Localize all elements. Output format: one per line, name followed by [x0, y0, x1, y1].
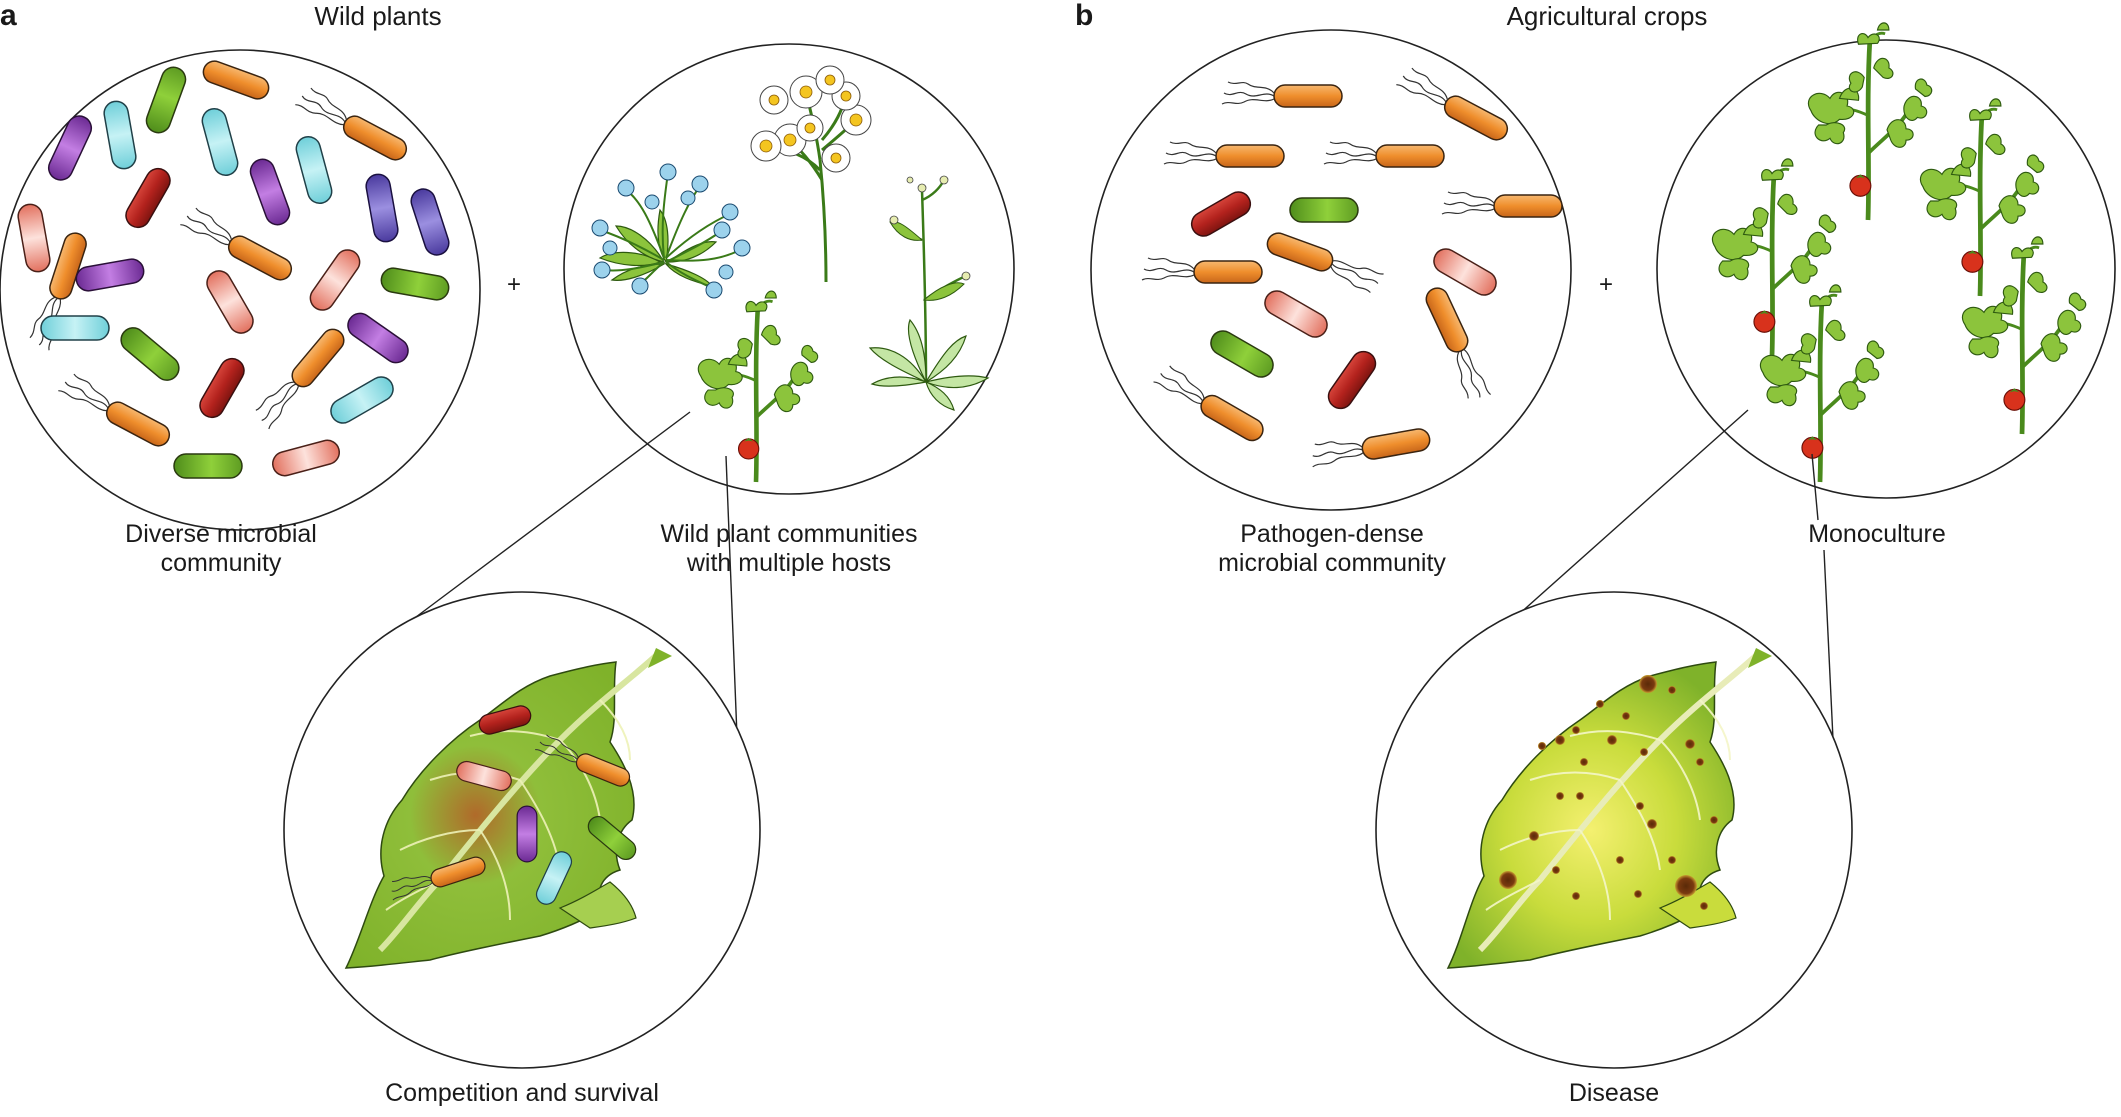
panel-b-title: Agricultural crops	[1507, 1, 1708, 31]
diverse-microbial-community-circle	[0, 49, 481, 531]
outcome-label-a: Competition and survival	[385, 1079, 659, 1107]
blue-flower-plant	[591, 163, 751, 299]
disease-spots	[1499, 675, 1718, 910]
panel-a-letter: a	[0, 0, 17, 32]
microbes-label-b-line2: microbial community	[1218, 549, 1446, 577]
pathogen-dense-community-circle	[1090, 29, 1572, 511]
microbes-label-a-line1: Diverse microbial	[125, 520, 317, 548]
panel-a-plus: +	[507, 271, 521, 298]
outcome-label-b: Disease	[1569, 1079, 1659, 1107]
panel-b: b Agricultural crops + Pathogen-dense	[1075, 0, 2116, 1107]
disease-leaf-circle	[1375, 591, 1853, 1069]
zoom-line-b-right	[1823, 549, 1835, 761]
panel-b-plus: +	[1599, 271, 1613, 298]
zoom-line-a-right	[725, 455, 739, 763]
monoculture-circle	[1656, 23, 2116, 499]
panel-a: a Wild plants +	[0, 0, 1015, 1107]
zoom-line-a-left	[411, 411, 691, 621]
plants-label-a-line2: with multiple hosts	[686, 549, 891, 577]
plants-label-a-line1: Wild plant communities	[660, 520, 917, 548]
microbes-label-a-line2: community	[161, 549, 282, 577]
panel-b-letter: b	[1075, 0, 1093, 32]
wild-plant-communities-circle	[563, 43, 1015, 495]
plants-label-b: Monoculture	[1808, 520, 1946, 548]
panel-a-title: Wild plants	[314, 1, 441, 31]
rosette-plant	[868, 175, 990, 411]
competition-leaf-circle	[283, 591, 761, 1069]
daisy-plant	[750, 65, 872, 283]
microbes-label-b-line1: Pathogen-dense	[1240, 520, 1423, 548]
zoom-line-b-left	[1507, 409, 1749, 625]
